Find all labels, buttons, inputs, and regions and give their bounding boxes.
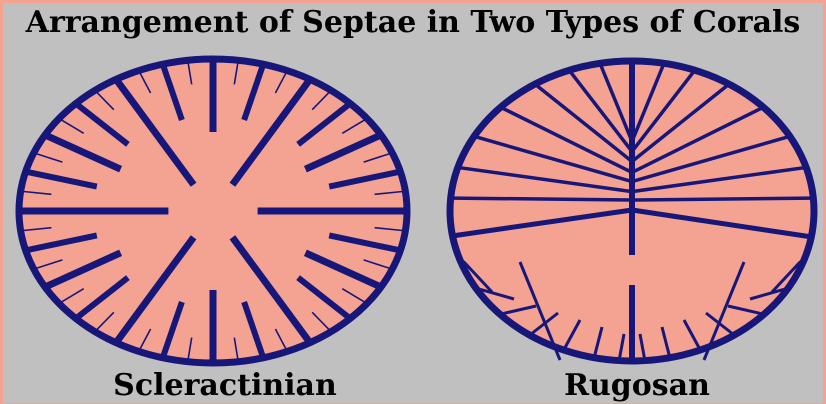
rugosan-coral — [450, 58, 814, 362]
scleractinian-coral — [19, 59, 407, 363]
upper-septum — [453, 198, 632, 200]
scleractinian-label: Scleractinian — [75, 368, 375, 404]
upper-septum — [632, 198, 811, 200]
rugosan-label: Rugosan — [487, 368, 787, 404]
